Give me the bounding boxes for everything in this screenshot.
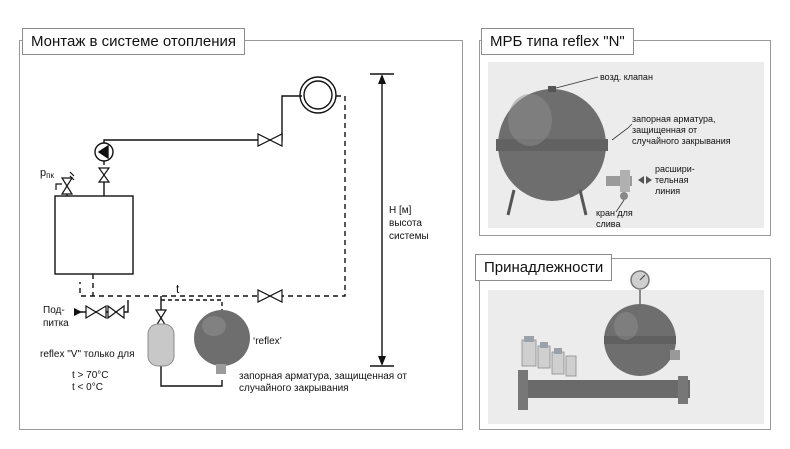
reflex-v-tank <box>147 323 175 367</box>
valve-icon-supply <box>257 133 283 147</box>
reflex-n-label: ‘reflex’ <box>253 336 282 347</box>
fittings-group <box>521 339 577 377</box>
rail-bracket-left <box>518 370 528 410</box>
expansion-arrow-right <box>646 176 652 184</box>
makeup-inlet-icon <box>74 308 82 316</box>
temp-label-2: t < 0°C <box>72 382 103 393</box>
pump-icon <box>94 142 114 162</box>
height-label-3: системы <box>389 231 429 242</box>
reflex-n-tank-highlight <box>202 316 226 336</box>
return-pipe <box>79 95 346 297</box>
vessel-shutoff-label-1: запорная арматура, <box>632 114 716 124</box>
radiator-outer <box>299 76 337 114</box>
valve-icon-makeup-1 <box>85 304 107 320</box>
reflex-v-label: reflex "V" только для <box>40 349 135 360</box>
shutoff-label-1: запорная арматура, защищенная от <box>239 371 407 382</box>
installation-title: Монтаж в системе отопления <box>22 28 245 55</box>
accessory-connector <box>670 350 680 360</box>
boiler <box>54 195 134 275</box>
vessel-highlight <box>508 94 552 146</box>
air-valve-label: возд. клапан <box>600 72 653 82</box>
vessel-title: МРБ типа reflex "N" <box>481 28 634 55</box>
expansion-label-3: линия <box>655 186 680 196</box>
height-label-2: высота <box>389 218 422 229</box>
accessories-title: Принадлежности <box>475 254 613 281</box>
valve-caps <box>524 336 562 354</box>
shutoff-valve <box>620 170 630 192</box>
expansion-arrow-left <box>638 176 644 184</box>
t-label: t <box>176 282 180 296</box>
height-arrow-down <box>378 356 386 366</box>
svg-text:pпк: pпк <box>40 167 54 180</box>
valve-icon-makeup-2 <box>107 304 125 320</box>
drain-label-2: слива <box>596 219 620 229</box>
makeup-label-2: питка <box>43 318 69 329</box>
expansion-label-1: расшири- <box>655 164 695 174</box>
drain-tap <box>620 192 628 200</box>
reflex-v-connector <box>160 366 223 387</box>
p-label: p <box>40 167 46 179</box>
expansion-label-2: тельная <box>655 175 689 185</box>
vessel-legs <box>506 189 588 216</box>
vessel-shutoff-label-3: случайного закрывания <box>632 136 731 146</box>
makeup-label-1: Под- <box>43 305 65 316</box>
height-label-1: H [м] <box>389 205 412 216</box>
drain-label-1: кран для <box>596 208 633 218</box>
temp-label-1: t > 70°C <box>72 370 109 381</box>
accessory-vessel-highlight <box>614 312 638 340</box>
vessel-fitting <box>606 176 632 186</box>
accessory-vessel-band <box>604 336 676 344</box>
valve-icon-return <box>257 289 283 303</box>
shutoff-label-2: случайного закрывания <box>239 383 349 394</box>
rail-bracket-right <box>678 376 688 404</box>
height-arrow-up <box>378 74 386 84</box>
radiator-inner <box>303 80 333 110</box>
safety-valve-icon <box>55 171 75 195</box>
air-valve-cap <box>548 86 556 92</box>
reflex-n-fitting <box>216 364 226 374</box>
mounting-rail <box>518 380 690 398</box>
reflex-n-branch <box>161 299 223 314</box>
vessel-shutoff-label-2: защищенная от <box>632 125 697 135</box>
valve-icon-pump <box>97 167 111 183</box>
p-sub-label: пк <box>46 171 54 180</box>
